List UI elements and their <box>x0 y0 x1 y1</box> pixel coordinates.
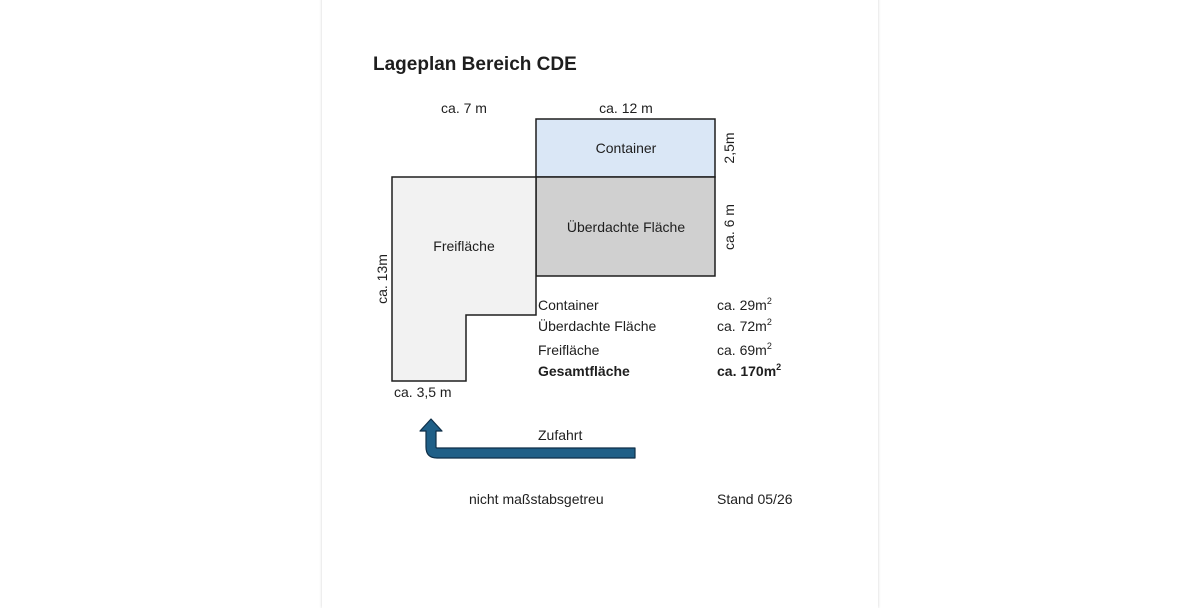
access-arrow-icon <box>419 418 636 459</box>
area-value-text: ca. 29m <box>717 297 767 313</box>
open-area <box>391 176 537 382</box>
area-table: Container ca. 29m2 Überdachte Fläche ca.… <box>538 296 781 379</box>
dimension-top-left: ca. 7 m <box>441 100 487 116</box>
page-title: Lageplan Bereich CDE <box>373 54 577 75</box>
scale-note: nicht maßstabsgetreu <box>469 491 604 507</box>
area-unit-superscript: 2 <box>767 296 772 306</box>
area-table-total-name: Gesamtfläche <box>538 363 630 379</box>
area-unit-superscript: 2 <box>776 362 781 372</box>
area-unit-superscript: 2 <box>767 317 772 327</box>
covered-area <box>535 176 716 277</box>
dimension-top-right: ca. 12 m <box>599 100 653 116</box>
area-table-name: Container <box>538 297 599 313</box>
access-label: Zufahrt <box>538 427 582 443</box>
area-table-value: ca. 29m2 <box>717 296 772 313</box>
area-table-name: Überdachte Fläche <box>538 317 657 334</box>
container-area-label: Container <box>596 140 657 156</box>
area-table-total-value: ca. 170m2 <box>717 362 781 379</box>
dimension-bottom-width: ca. 3,5 m <box>394 384 452 400</box>
area-value-text: ca. 72m <box>717 318 767 334</box>
area-value-text: ca. 69m <box>717 342 767 358</box>
area-table-name: Freifläche <box>538 342 600 358</box>
area-value-text: ca. 170m <box>717 363 776 379</box>
dimension-covered-height: ca. 6 m <box>721 204 737 250</box>
covered-area-label: Überdachte Fläche <box>567 218 686 235</box>
area-table-value: ca. 72m2 <box>717 317 772 334</box>
area-table-value: ca. 69m2 <box>717 341 772 358</box>
dimension-container-height: 2,5m <box>721 132 737 163</box>
version-note: Stand 05/26 <box>717 491 793 507</box>
area-unit-superscript: 2 <box>767 341 772 351</box>
dimension-left-height: ca. 13m <box>374 254 390 304</box>
open-area-label: Freifläche <box>433 238 495 254</box>
container-area <box>535 118 716 178</box>
